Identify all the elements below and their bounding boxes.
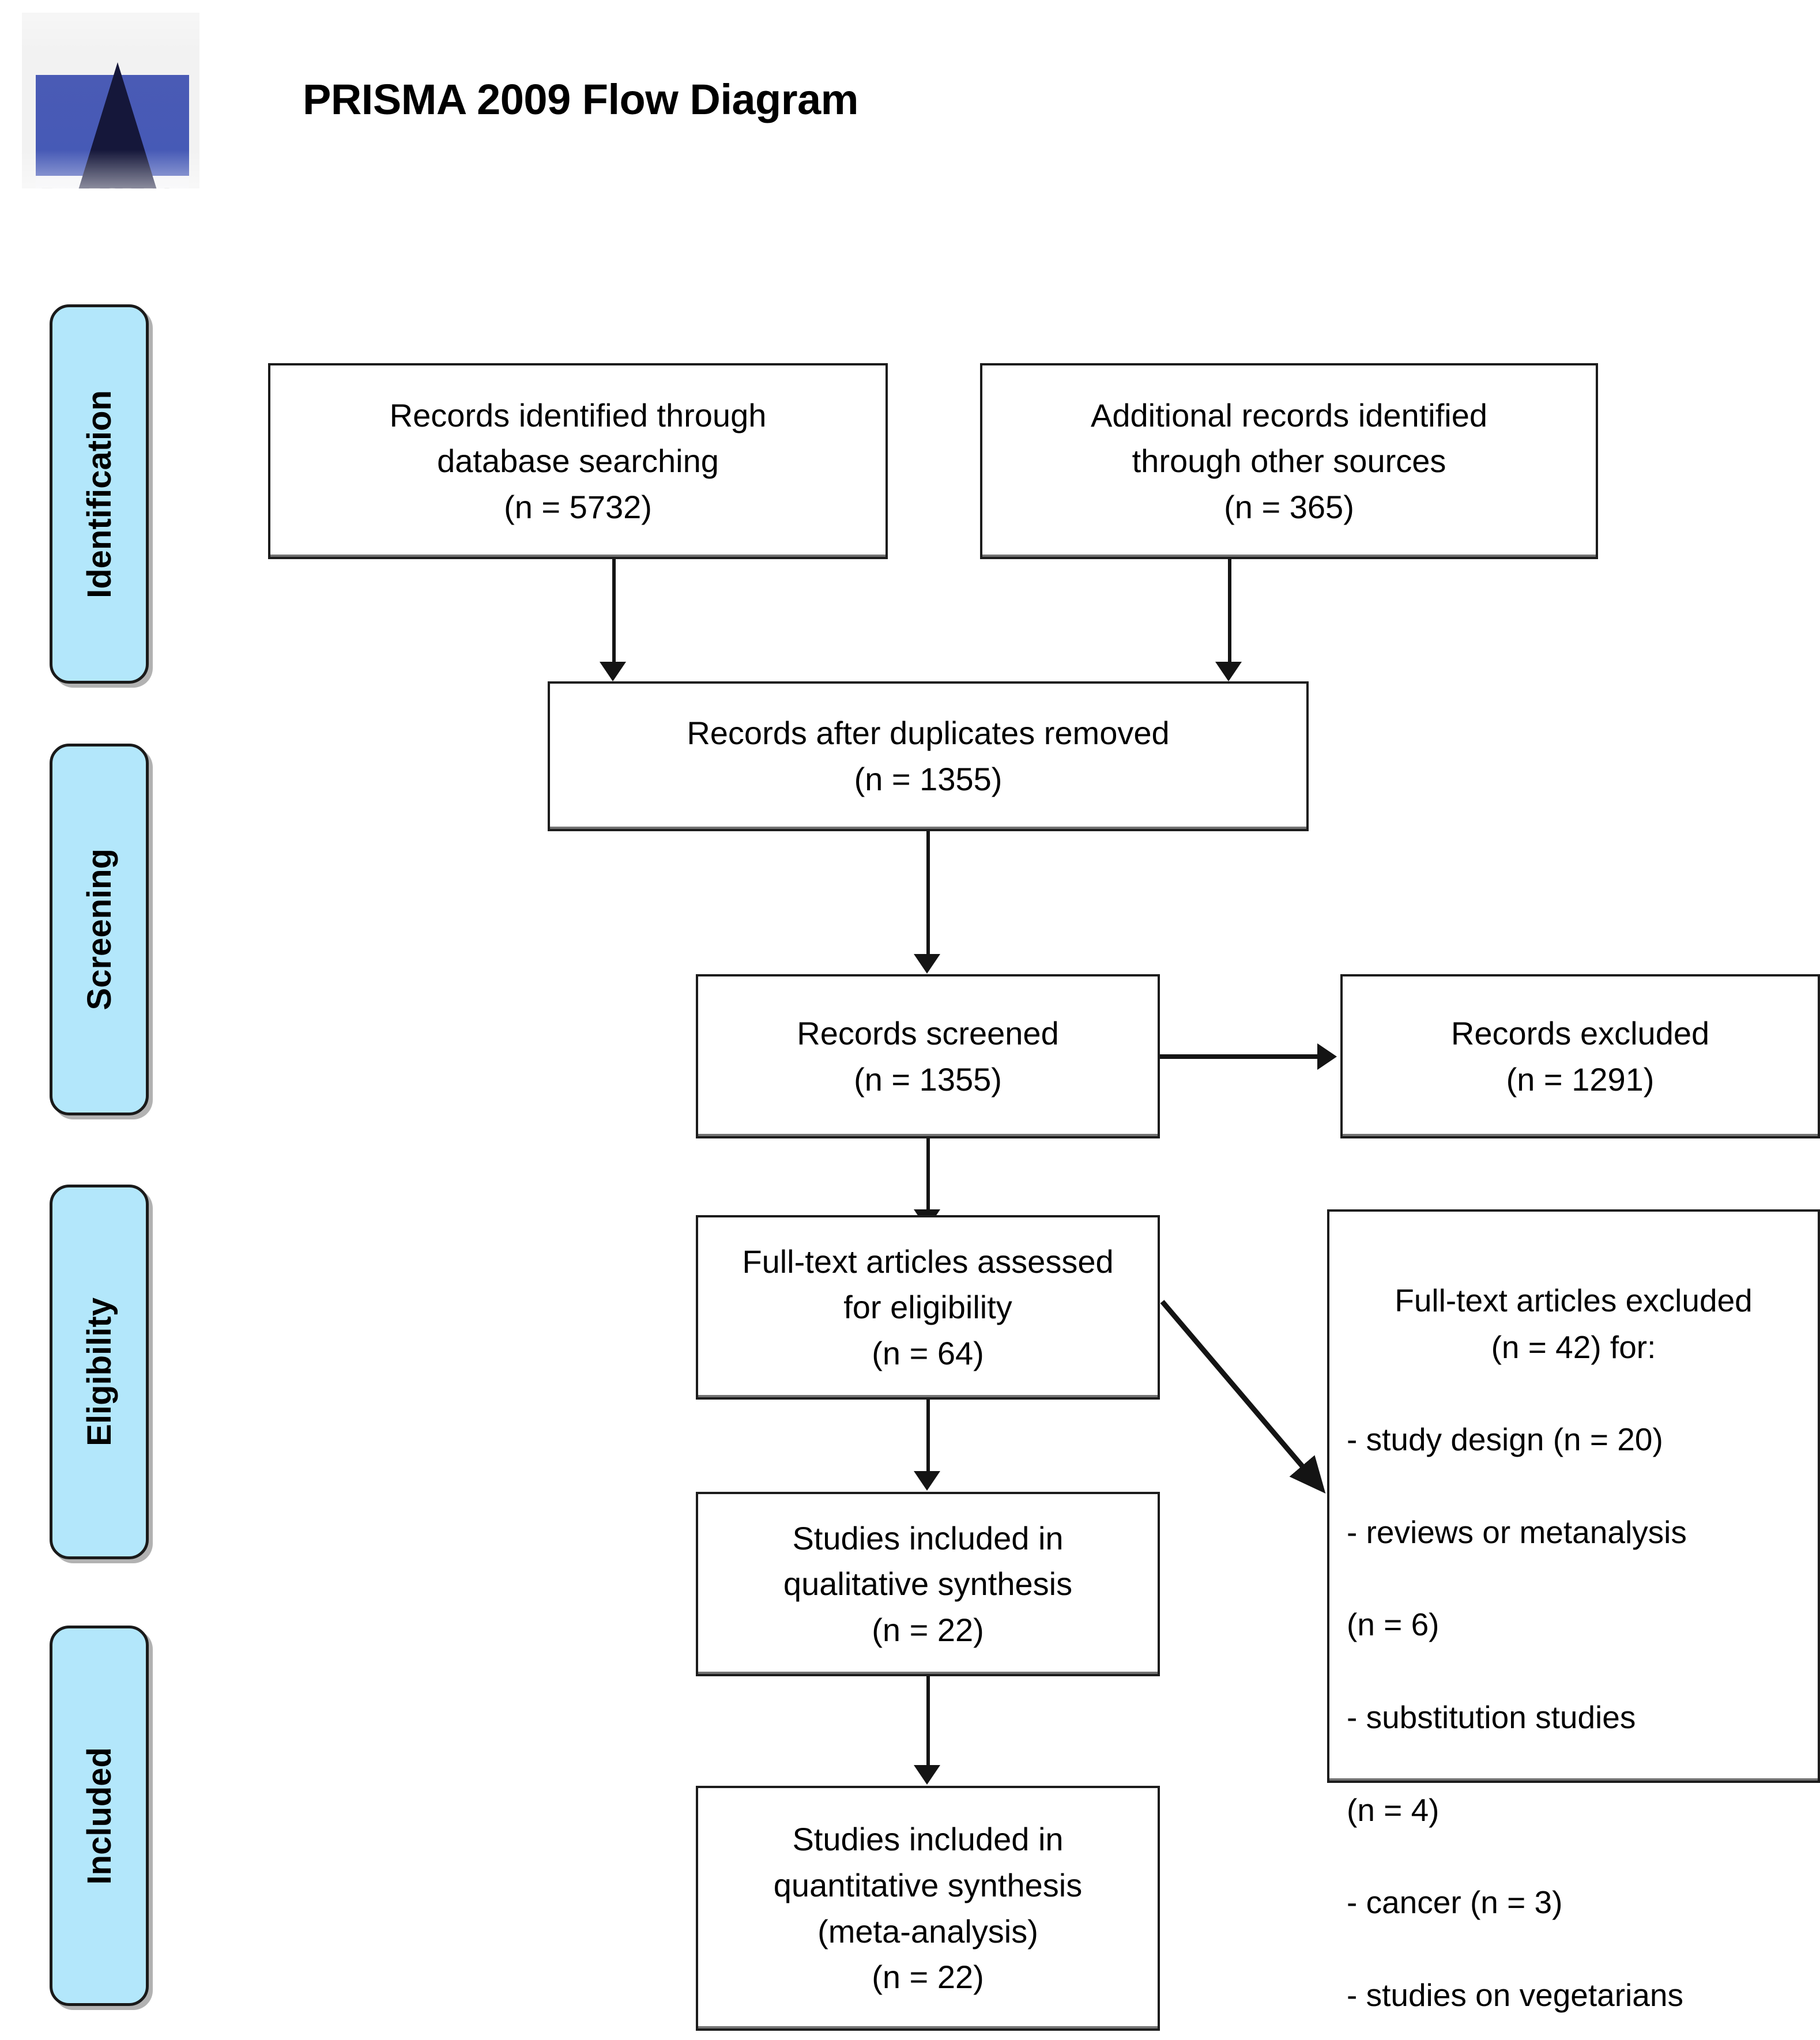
- box-records-identified-database: Records identified through database sear…: [268, 363, 888, 559]
- connector-fulltext-to-excluded: [1160, 1300, 1326, 1494]
- box-records-screened: Records screened (n = 1355): [696, 974, 1160, 1138]
- box-records-excluded-text: Records excluded (n = 1291): [1450, 1015, 1710, 1098]
- stage-pill-included: Included: [50, 1626, 149, 2006]
- box-records-identified-other: Additional records identified through ot…: [980, 363, 1598, 559]
- box-records-screened-text: Records screened (n = 1355): [797, 1015, 1059, 1098]
- box-fulltext-assessed: Full-text articles assessed for eligibil…: [696, 1215, 1160, 1400]
- arrowhead-screened-to-excluded: [1317, 1043, 1337, 1070]
- connector-database-to-dedup: [612, 559, 616, 663]
- box-studies-quantitative-text: Studies included in quantitative synthes…: [773, 1821, 1083, 1996]
- box-fulltext-excluded: Full-text articles excluded (n = 42) for…: [1327, 1209, 1820, 2013]
- box-studies-qualitative-text: Studies included in qualitative synthesi…: [783, 1519, 1073, 1648]
- arrowhead-database-to-dedup: [600, 662, 626, 681]
- arrowhead-dedup-to-screened: [914, 954, 940, 974]
- box-fulltext-excluded-text: Full-text articles excluded (n = 42) for…: [1347, 1231, 1800, 2040]
- connector-fulltext-to-qualitative: [926, 1400, 930, 1475]
- box-records-excluded: Records excluded (n = 1291): [1340, 974, 1820, 1138]
- reason-cancer: - cancer (n = 3): [1347, 1884, 1563, 1921]
- connector-qualitative-to-quantitative: [926, 1676, 930, 1768]
- logo-sheen: [22, 13, 199, 188]
- prisma-logo: PRISMA: [22, 13, 199, 188]
- box-studies-qualitative: Studies included in qualitative synthesi…: [696, 1492, 1160, 1676]
- reason-reviews-metanalysis-count: (n = 6): [1347, 1607, 1440, 1643]
- stage-pill-screening: Screening: [50, 744, 149, 1115]
- connector-other-to-dedup: [1228, 559, 1231, 663]
- box-fulltext-excluded-heading: Full-text articles excluded (n = 42) for…: [1395, 1283, 1753, 1365]
- reason-substitution-studies-count: (n = 4): [1347, 1792, 1440, 1828]
- connector-dedup-to-screened: [926, 831, 930, 955]
- arrowhead-fulltext-to-qualitative: [914, 1471, 940, 1491]
- box-records-after-duplicates-text: Records after duplicates removed (n = 13…: [687, 715, 1170, 797]
- arrowhead-qualitative-to-quantitative: [914, 1765, 940, 1785]
- reason-substitution-studies: - substitution studies: [1347, 1699, 1636, 1735]
- stage-label-screening: Screening: [80, 849, 118, 1010]
- stage-label-eligibility: Eligibility: [80, 1298, 118, 1446]
- reason-vegetarians: - studies on vegetarians: [1347, 1977, 1683, 2013]
- box-records-identified-other-text: Additional records identified through ot…: [1091, 397, 1487, 525]
- stage-pill-eligibility: Eligibility: [50, 1185, 149, 1559]
- connector-screened-to-excluded: [1160, 1054, 1318, 1059]
- reason-reviews-metanalysis: - reviews or metanalysis: [1347, 1514, 1687, 1550]
- box-studies-quantitative: Studies included in quantitative synthes…: [696, 1786, 1160, 2031]
- stage-pill-identification: Identification: [50, 304, 149, 684]
- box-fulltext-assessed-text: Full-text articles assessed for eligibil…: [742, 1243, 1114, 1371]
- connector-screened-to-fulltext: [926, 1138, 930, 1213]
- box-records-identified-database-text: Records identified through database sear…: [389, 397, 767, 525]
- arrowhead-other-to-dedup: [1215, 662, 1242, 681]
- page-title: PRISMA 2009 Flow Diagram: [303, 76, 858, 123]
- stage-label-identification: Identification: [80, 390, 118, 598]
- box-records-after-duplicates: Records after duplicates removed (n = 13…: [548, 681, 1309, 831]
- stage-label-included: Included: [80, 1747, 118, 1885]
- reason-study-design: - study design (n = 20): [1347, 1421, 1663, 1458]
